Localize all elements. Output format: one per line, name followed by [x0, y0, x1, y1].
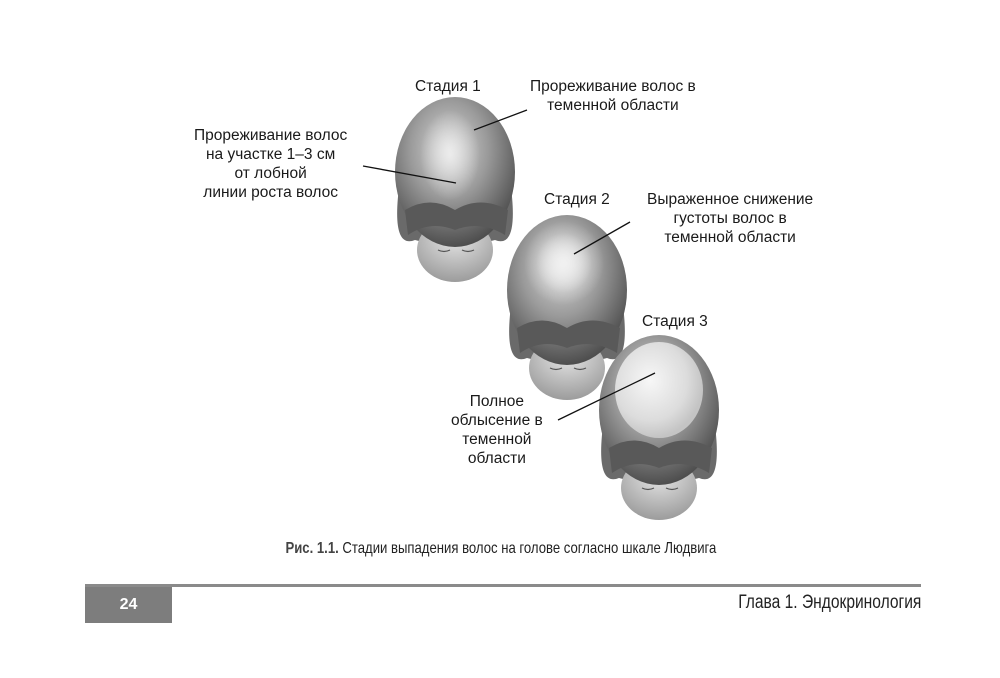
pointer-lines [362, 109, 656, 421]
caption-text: Стадии выпадения волос на голове согласн… [338, 540, 717, 557]
head-stage-2 [506, 214, 628, 401]
stage-1-note-top: Прореживание волос в теменной области [530, 78, 696, 114]
footer-rule [85, 584, 921, 587]
ludwig-scale-illustration [362, 96, 720, 521]
stage-3-title: Стадия 3 [642, 313, 708, 330]
stage-1-note-left: Прореживание волос на участке 1–3 см от … [194, 127, 348, 201]
stage-2-title: Стадия 2 [544, 191, 610, 208]
figure-caption: Рис. 1.1. Стадии выпадения волос на голо… [91, 540, 911, 558]
head-stage-3 [598, 334, 720, 521]
stage-2-note: Выраженное снижение густоты волос в теме… [647, 191, 814, 246]
stage-1-title: Стадия 1 [415, 78, 481, 95]
page-number: 24 [85, 587, 172, 623]
caption-label: Рис. 1.1. [285, 540, 339, 557]
stage-3-note: Полное облысение в теменной области [451, 393, 543, 467]
head-stage-1 [394, 96, 516, 283]
running-footer-chapter: Глава 1. Эндокринология [737, 592, 921, 613]
